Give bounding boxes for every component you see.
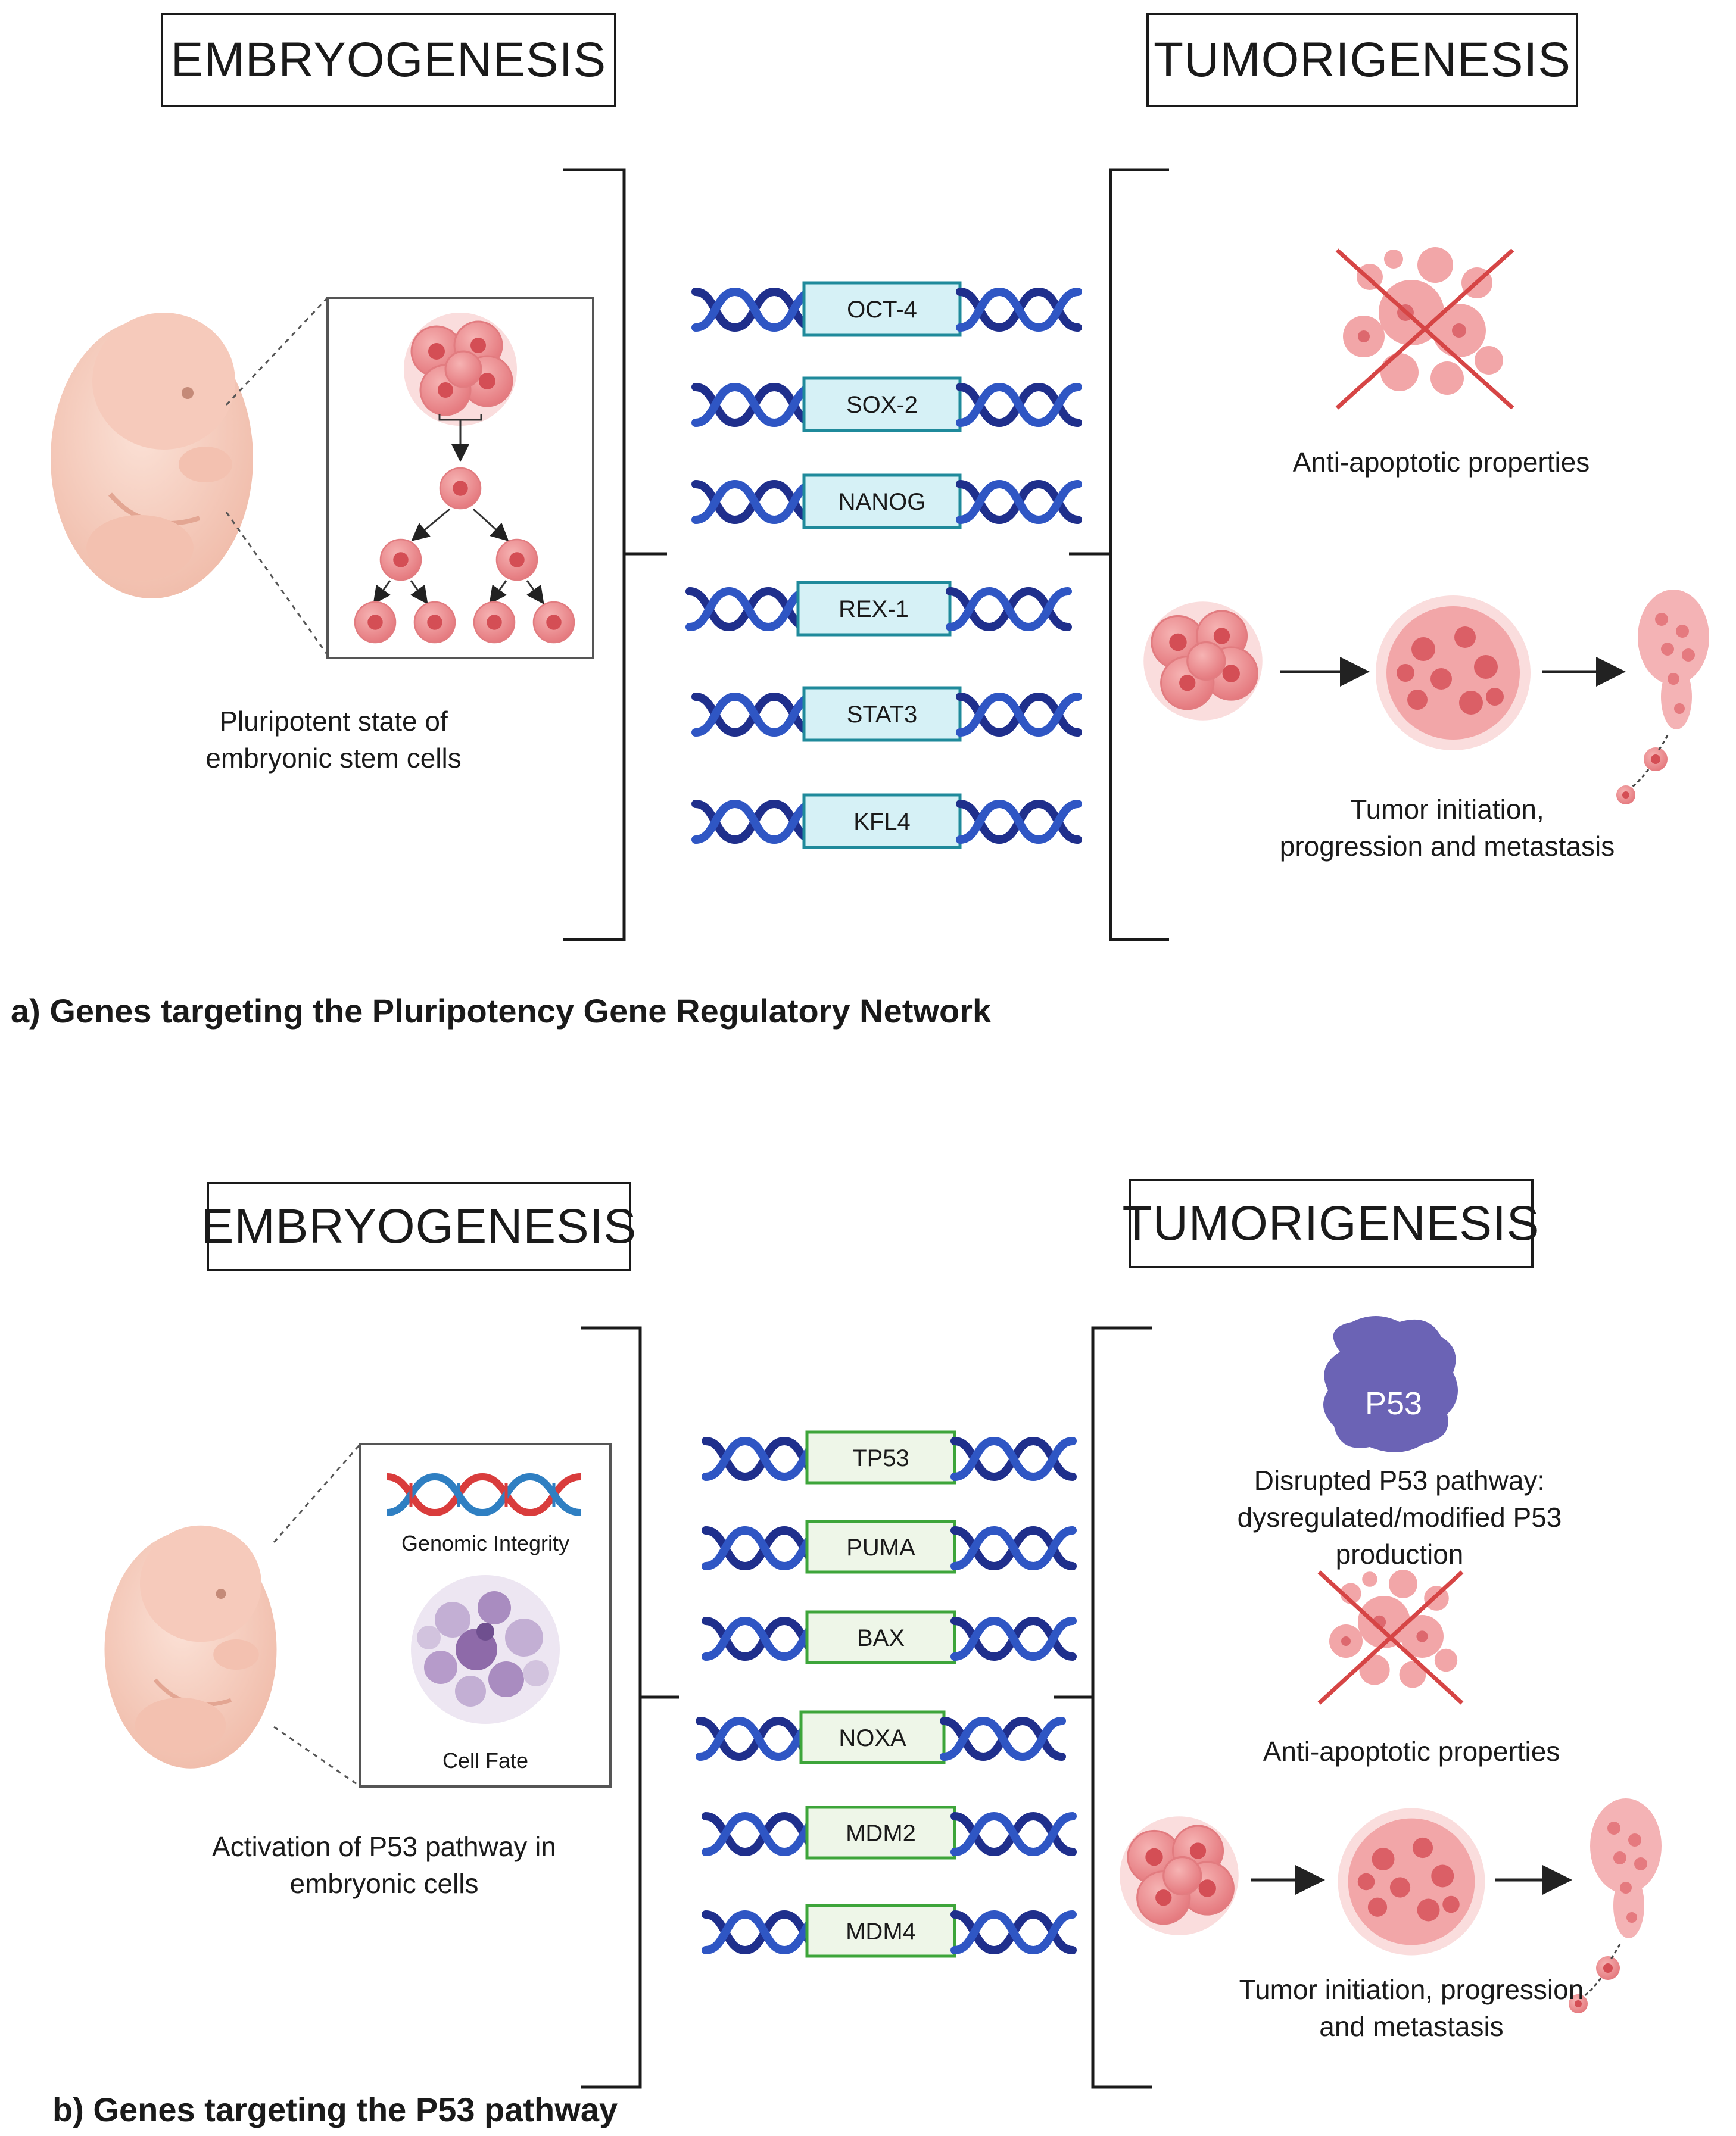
embryogenesis-header-a: EMBRYOGENESIS [161, 13, 616, 107]
label-line: Anti-apoptotic properties [1292, 447, 1590, 478]
embryogenesis-header-b: EMBRYOGENESIS [201, 1182, 636, 1271]
header-text: TUMORIGENESIS [1154, 33, 1571, 87]
embryo-illustration [105, 1526, 277, 1769]
gene-label: BAX [857, 1625, 905, 1651]
header-text: EMBRYOGENESIS [170, 33, 607, 87]
label-line: progression and metastasis [1279, 831, 1615, 862]
tumor-label-a: Tumor initiation, progression and metast… [1227, 791, 1668, 865]
caption-b: b) Genes targeting the P53 pathway [52, 2091, 618, 2128]
zoom-line [273, 1726, 361, 1788]
p53-protein-icon: P53 [1323, 1316, 1458, 1452]
gene-label: PUMA [846, 1535, 915, 1561]
caption-a: a) Genes targeting the Pluripotency Gene… [11, 992, 992, 1030]
embryo-label-a: Pluripotent state of embryonic stem cell… [149, 703, 518, 777]
header-text: EMBRYOGENESIS [201, 1199, 637, 1253]
gene-label: MDM2 [846, 1820, 916, 1847]
gene-label: NANOG [839, 489, 926, 515]
gene-label: OCT-4 [847, 297, 917, 323]
gene-mdm4: MDM4 [706, 1904, 1073, 1958]
label-line: embryonic cells [289, 1868, 479, 1899]
right-bracket [1109, 168, 1169, 941]
label-line: and metastasis [1319, 2011, 1504, 2042]
zoom-line [225, 512, 329, 656]
cell-fate-label: Cell Fate [366, 1748, 604, 1774]
tumorigenesis-header-b: TUMORIGENESIS [1123, 1179, 1539, 1268]
header-text: TUMORIGENESIS [1122, 1196, 1540, 1251]
apoptosis-cross-illustration [1335, 247, 1514, 410]
apoptosis-cross-illustration [1317, 1570, 1464, 1705]
gene-puma: PUMA [706, 1520, 1073, 1574]
gene-label: SOX-2 [846, 392, 918, 418]
gene-label: TP53 [852, 1445, 909, 1471]
gene-nanog: NANOG [696, 473, 1078, 529]
tumorigenesis-header-a: TUMORIGENESIS [1146, 13, 1578, 107]
zoom-line [225, 297, 329, 406]
left-bracket [581, 1326, 642, 2089]
cell-fate-icon [411, 1575, 560, 1724]
gene-bax: BAX [706, 1610, 1073, 1664]
label-line: Cell Fate [442, 1748, 529, 1773]
gene-stat3: STAT3 [696, 686, 1078, 742]
label-line: Tumor initiation, [1350, 794, 1544, 825]
gene-label: REX-1 [839, 596, 909, 622]
gene-tp53: TP53 [706, 1430, 1073, 1485]
label-line: embryonic stem cells [205, 743, 462, 774]
disrupted-p53-label: Disrupted P53 pathway: dysregulated/modi… [1191, 1462, 1608, 1573]
tumor-progression-illustration [1118, 1797, 1663, 2015]
label-line: Genomic Integrity [401, 1531, 570, 1555]
gene-kfl4: KFL4 [696, 793, 1078, 849]
gene-rex1: REX-1 [690, 581, 1068, 637]
gene-oct4: OCT-4 [696, 281, 1078, 337]
tumor-progression-illustration [1142, 588, 1710, 806]
gene-label: NOXA [839, 1725, 906, 1751]
zoom-line [273, 1443, 361, 1543]
genomic-integrity-label: Genomic Integrity [366, 1530, 604, 1557]
tumor-label-b: Tumor initiation, progression and metast… [1197, 1971, 1626, 2045]
p53-label: P53 [1365, 1386, 1422, 1421]
label-line: Disrupted P53 pathway: [1254, 1465, 1545, 1496]
gene-sox2: SOX-2 [696, 376, 1078, 432]
anti-apoptotic-label-b: Anti-apoptotic properties [1203, 1733, 1620, 1770]
stem-cell-lineage [354, 311, 575, 644]
gene-label: KFL4 [853, 809, 911, 835]
label-line: Tumor initiation, progression [1239, 1974, 1584, 2005]
genomic-integrity-dna-icon [387, 1473, 581, 1517]
label-line: production [1335, 1539, 1464, 1570]
right-bracket [1091, 1326, 1152, 2089]
label-line: Activation of P53 pathway in [212, 1831, 556, 1862]
embryo-label-b: Activation of P53 pathway in embryonic c… [152, 1828, 616, 1902]
anti-apoptotic-label-a: Anti-apoptotic properties [1233, 444, 1650, 481]
label-line: dysregulated/modified P53 [1237, 1502, 1562, 1533]
gene-noxa: NOXA [700, 1710, 1062, 1764]
gene-label: STAT3 [847, 701, 918, 728]
label-line: Anti-apoptotic properties [1263, 1736, 1560, 1767]
label-line: Pluripotent state of [219, 706, 448, 737]
gene-mdm2: MDM2 [706, 1806, 1073, 1860]
embryo-illustration [51, 313, 253, 598]
gene-label: MDM4 [846, 1919, 916, 1945]
